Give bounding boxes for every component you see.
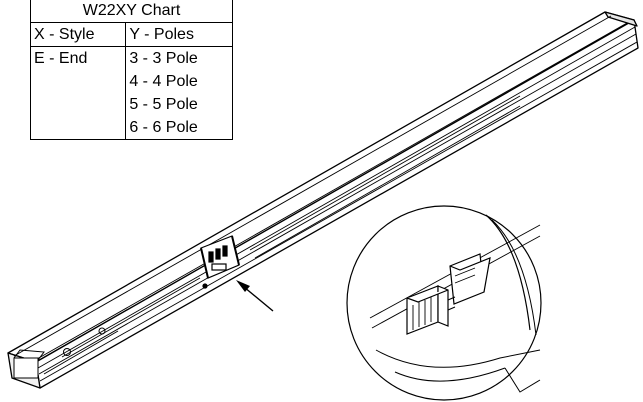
pointer-arrow [236, 280, 274, 312]
style-header: X - Style [29, 22, 127, 47]
pole-6: 6 - 6 Pole [125, 116, 233, 140]
pole-3: 3 - 3 Pole [125, 46, 233, 70]
poles-header: Y - Poles [125, 22, 233, 47]
pole-5: 5 - 5 Pole [125, 93, 233, 116]
w22xy-chart-table: W22XY Chart X - Style Y - Poles E - End … [29, 0, 233, 140]
joint-pack [200, 235, 240, 289]
pole-4: 4 - 4 Pole [125, 70, 233, 93]
detail-magnifier [346, 205, 542, 401]
connector-detail [406, 253, 491, 335]
end-section [13, 327, 119, 379]
rail-detail-lines [13, 15, 638, 382]
chart-title: W22XY Chart [30, 0, 233, 23]
style-end: E - End [29, 46, 127, 140]
